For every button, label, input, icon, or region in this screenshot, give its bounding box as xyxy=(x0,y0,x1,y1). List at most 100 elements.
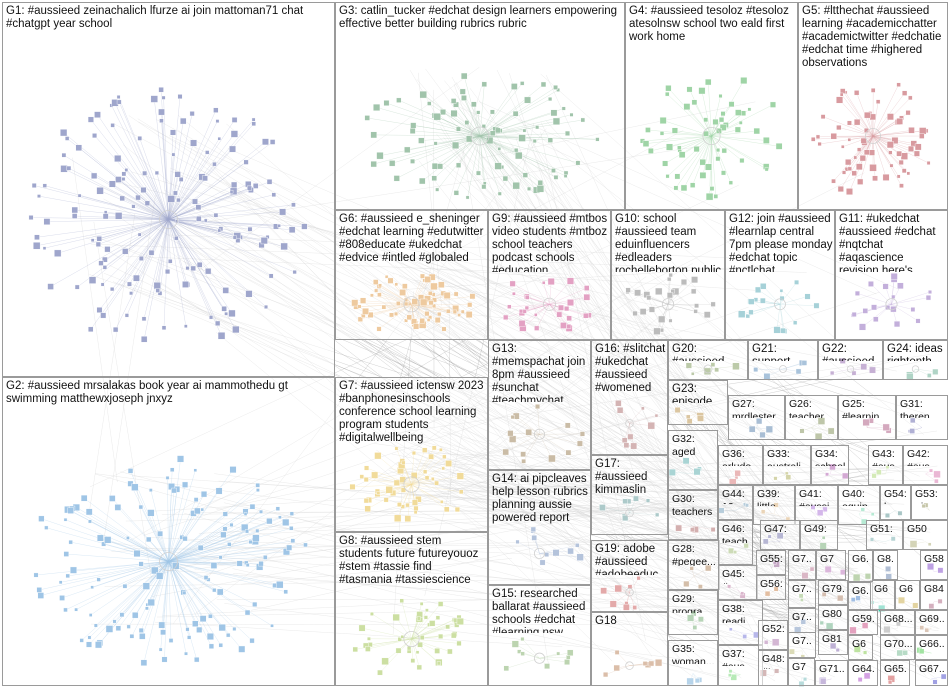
group-label: G55: set... xyxy=(760,553,784,565)
group-label: G38: readi... xyxy=(722,603,761,623)
group-panel-g31: G31: theren... opinion xyxy=(896,395,948,440)
group-panel-g17: G17: #aussieed kimmaslin thanks digital … xyxy=(591,455,668,535)
group-label: G24: ideas rightonth... xyxy=(887,343,946,361)
group-panel-g19: G19: adobe #aussieed #adobeeduc... #crea… xyxy=(591,540,668,612)
group-panel-g47: G47: makr... xyxy=(760,520,800,550)
group-label: G8... xyxy=(877,553,896,567)
group-label: G35: woman... xyxy=(672,643,716,664)
group-panel-g8: G8: #aussieed stem students future futur… xyxy=(335,532,488,686)
group-panel-g14: G14: ai pipcleaves help lesson rubrics p… xyxy=(488,470,591,585)
group-label: G11: #ukedchat #aussieed #edchat #nqtcha… xyxy=(839,213,946,272)
group-panel-g51: G51: #aus... xyxy=(866,520,903,550)
group-label: G51: #aus... xyxy=(870,523,901,537)
group-label: G4: #aussieed tesoloz #tesoloz atesolnsw… xyxy=(629,5,796,44)
group-label: G50 xyxy=(907,523,946,536)
group-label: G32: aged autistic... xyxy=(672,433,716,460)
group-label: G47: makr... xyxy=(764,523,798,537)
group-label: G67... xyxy=(919,663,946,675)
group-panel-g39: G39: little... xyxy=(753,485,795,525)
group-panel-g7e: G7 xyxy=(788,658,815,686)
group-label: G70... xyxy=(884,638,913,650)
group-panel-g79: G79... xyxy=(818,580,848,605)
group-panel-g68: G68... xyxy=(880,610,915,635)
group-label: G5: #ltthechat #aussieed learning #acade… xyxy=(802,5,946,70)
group-panel-g29: G29: progra... zoosvic... xyxy=(668,590,718,635)
group-panel-g7c: G7... xyxy=(788,608,816,633)
group-panel-g49: G49: #aus... xyxy=(800,520,838,550)
group-panel-g44: G44: 12... xyxy=(718,485,753,520)
group-label: G52: #tlch... xyxy=(762,623,786,637)
group-label: G16: #slitchat #ukedchat #aussieed #wome… xyxy=(595,343,666,395)
group-label: G48: #tea... xyxy=(762,653,786,669)
group-label: G18 xyxy=(595,615,666,628)
group-label: G6: #aussieed e_sheninger #edchat learni… xyxy=(339,213,486,265)
group-panel-g2: G2: #aussieed mrsalakas book year ai mam… xyxy=(2,377,335,686)
group-panel-g56: G56: seco... xyxy=(756,575,786,600)
group-panel-g7: G7: #aussieed ictensw 2023 #banphonesins… xyxy=(335,377,488,532)
group-label: G43: #aus... xyxy=(872,448,901,466)
group-label: G15: researched ballarat #aussieed schoo… xyxy=(492,588,589,633)
group-label: G6... xyxy=(852,585,871,598)
group-panel-g6: G6: #aussieed e_sheninger #edchat learni… xyxy=(335,210,488,340)
group-label: G65... xyxy=(884,663,908,675)
group-panel-g41: G41: #aussi... xyxy=(795,485,838,525)
group-label: G80 xyxy=(822,608,846,620)
group-panel-g66: G66... xyxy=(915,635,948,660)
group-label: G25: #learnin... english xyxy=(842,398,894,418)
group-panel-g18: G18 xyxy=(591,612,668,686)
group-label: G60... xyxy=(852,638,871,650)
group-panel-g32: G32: aged autistic... xyxy=(668,430,718,490)
group-panel-g28: G28: #pegee... experi... xyxy=(668,540,720,590)
group-label: G64... xyxy=(852,663,876,675)
group-label: G79... xyxy=(822,583,846,595)
group-panel-g23: G23: episode teachers xyxy=(668,380,728,425)
group-panel-g10: G10: school #aussieed team eduinfluencer… xyxy=(611,210,725,340)
group-panel-g12: G12: join #aussieed #learnlap central 7p… xyxy=(725,210,835,340)
group-panel-g84: G84 xyxy=(920,580,948,610)
group-label: G2: #aussieed mrsalakas book year ai mam… xyxy=(6,380,333,406)
group-panel-g7b: G7... xyxy=(788,580,816,608)
group-panel-g52: G52: #tlch... xyxy=(758,620,788,650)
group-label: G23: episode teachers xyxy=(672,383,726,403)
group-label: G62 xyxy=(899,583,918,597)
group-label: G31: theren... opinion xyxy=(900,398,946,418)
group-label: G42: #aus... xyxy=(907,448,946,466)
group-label: G7 xyxy=(820,553,844,566)
group-label: G68... xyxy=(884,613,913,625)
group-panel-g22: G22: #aussieed_ #edutwitte... xyxy=(818,340,883,380)
group-panel-g20: G20: #aussieed xyxy=(668,340,748,380)
group-panel-g64: G64... xyxy=(848,660,878,686)
group-panel-g43: G43: #aus... xyxy=(868,445,903,485)
group-panel-g54: G54: key... xyxy=(880,485,911,520)
group-panel-g71: G71... xyxy=(815,660,848,686)
group-label: G30: teachers #aussi... xyxy=(672,493,716,516)
group-label: G1: #aussieed zeinachalich lfurze ai joi… xyxy=(6,5,333,31)
group-label: G69... xyxy=(919,613,946,625)
group-label: G84 xyxy=(924,583,946,596)
group-label: G28: #pegee... experi... xyxy=(672,543,718,566)
group-label: G66... xyxy=(919,638,946,650)
group-panel-g65: G65... xyxy=(880,660,910,686)
group-label: G26: teacher rellypop... xyxy=(789,398,836,418)
group-panel-g4: G4: #aussieed tesoloz #tesoloz atesolnsw… xyxy=(625,2,798,210)
group-label: G27: mrdlester pauline... xyxy=(732,398,783,418)
group-panel-g7d: G7... xyxy=(788,632,816,658)
group-label: G71... xyxy=(819,663,846,675)
group-panel-g25: G25: #learnin... english xyxy=(838,395,896,440)
group-label: G36: arludo... xyxy=(722,448,761,466)
group-label: G45: #aus... xyxy=(722,568,756,584)
group-panel-g15: G15: researched ballarat #aussieed schoo… xyxy=(488,585,591,686)
group-panel-g81: G81 xyxy=(818,630,848,655)
group-label: G58 xyxy=(924,553,946,566)
group-panel-g24: G24: ideas rightonth... xyxy=(883,340,948,380)
group-panel-g60: G60... xyxy=(848,635,873,660)
group-label: G37: #aus... xyxy=(722,648,761,666)
group-panel-g53: G53: ai... xyxy=(911,485,948,520)
group-label: G49: #aus... xyxy=(804,523,836,537)
group-panel-g36: G36: arludo... xyxy=(718,445,763,485)
group-panel-g37: G37: #aus... xyxy=(718,645,763,686)
group-panel-g7f: G7 xyxy=(816,550,846,580)
group-label: G10: school #aussieed team eduinfluencer… xyxy=(615,213,723,272)
group-panel-g46: G46: teach xyxy=(718,520,753,565)
